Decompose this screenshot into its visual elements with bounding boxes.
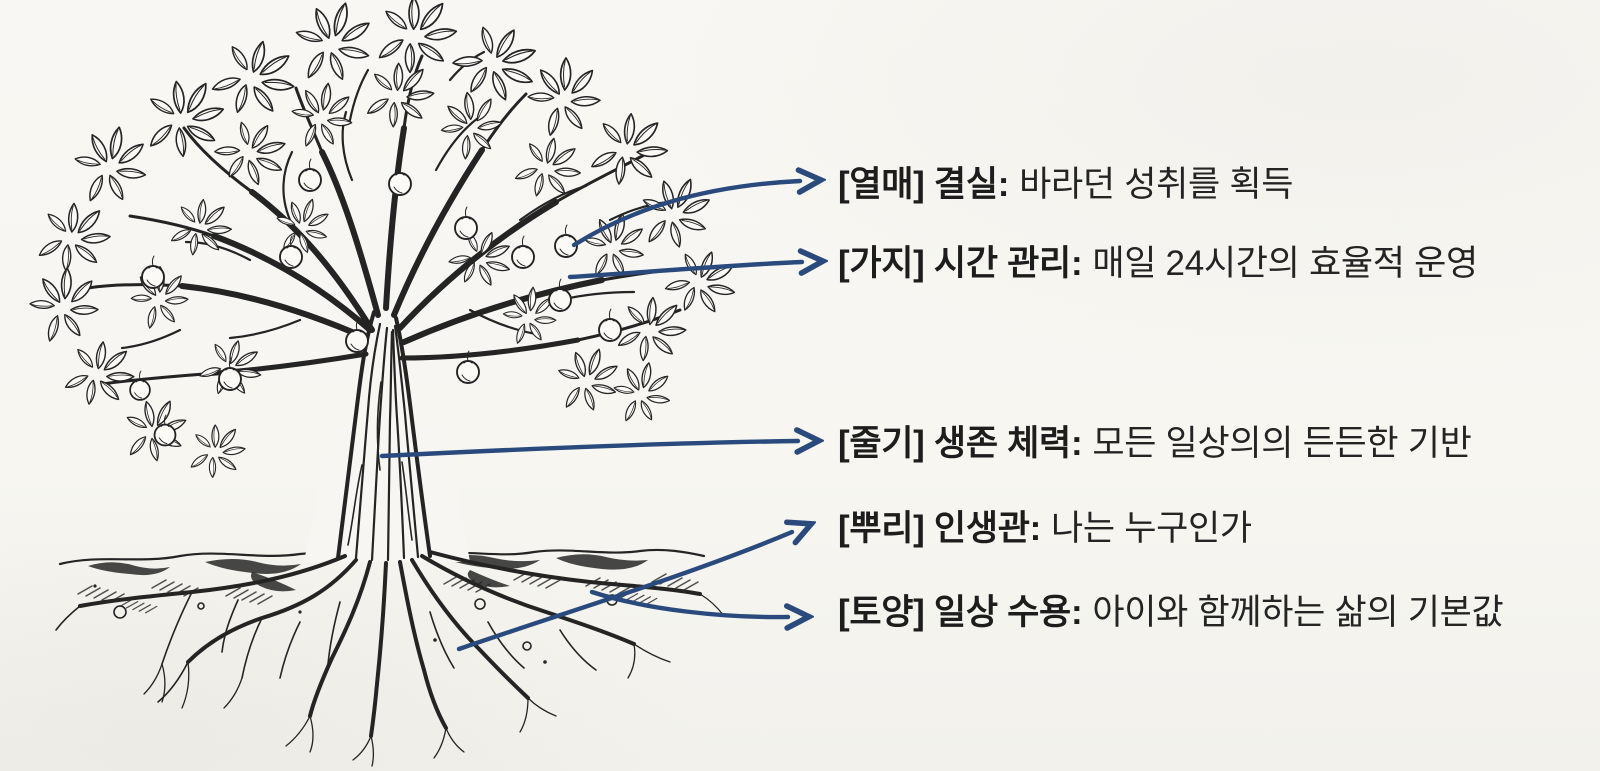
- label-root: [뿌리] 인생관: 나는 누구인가: [838, 507, 1252, 551]
- label-fruit-description: 바라던 성취를 획득: [1019, 165, 1294, 204]
- arrow-soil: [589, 589, 788, 617]
- label-root-keyword: [뿌리] 인생관:: [838, 509, 1041, 548]
- label-soil-description: 아이와 함께하는 삶의 기본값: [1092, 593, 1504, 632]
- arrow-fruit: [571, 181, 800, 248]
- arrow-trunk: [379, 441, 798, 459]
- label-root-description: 나는 누구인가: [1051, 509, 1252, 548]
- label-fruit-keyword: [열매] 결실:: [838, 165, 1010, 204]
- label-soil-keyword: [토양] 일상 수용:: [838, 593, 1083, 632]
- roots: [55, 550, 725, 767]
- arrow-branch: [567, 262, 802, 280]
- label-branch: [가지] 시간 관리:매일 24시간의 효율적 운영: [838, 242, 1478, 286]
- label-soil: [토양] 일상 수용:아이와 함께하는 삶의 기본값: [838, 591, 1504, 635]
- label-fruit: [열매] 결실:바라던 성취를 획득: [838, 163, 1293, 207]
- trunk: [304, 310, 470, 562]
- label-branch-keyword: [가지] 시간 관리:: [838, 244, 1083, 283]
- label-branch-description: 매일 24시간의 효율적 운영: [1092, 244, 1478, 283]
- label-trunk-keyword: [줄기] 생존 체력:: [838, 424, 1083, 463]
- label-trunk: [줄기] 생존 체력:모든 일상의의 든든한 기반: [838, 422, 1472, 466]
- arrow-root: [456, 532, 792, 652]
- connector-arrows: [379, 181, 802, 652]
- label-trunk-description: 모든 일상의의 든든한 기반: [1092, 424, 1472, 463]
